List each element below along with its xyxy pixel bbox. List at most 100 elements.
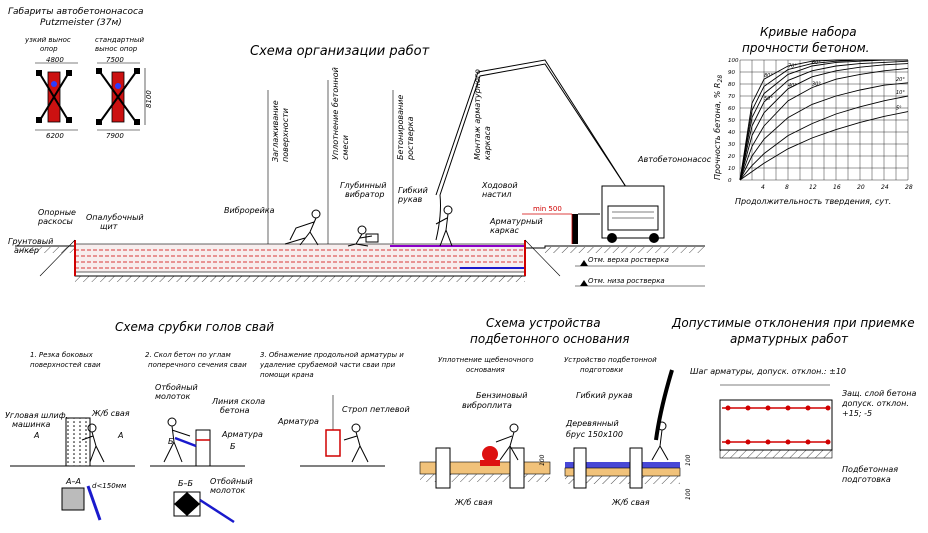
base-pile-label-2: Ж/б свая [611,498,650,507]
dimensions-title: Габариты автобетононасоса [8,7,143,17]
series-line [739,95,909,181]
svg-text:Заглаживание: Заглаживание [271,100,280,162]
base-left-cap-2: основания [466,366,505,374]
worker-vibrator [347,225,379,247]
x-tick-label: 20 [857,184,865,191]
top-elevation-label: Отм. верха ростверка [588,256,669,264]
vertical-label-smoothing: Заглаживание поверхности [271,100,290,162]
hose-label-1: Гибкий [398,186,428,195]
bottom-elevation-label: Отм. низа ростверка [588,277,665,285]
hammer2-label-2: молоток [210,486,245,495]
rebar-dot [765,405,771,411]
worker-crane [343,423,369,463]
narrow-label-1: узкий вынос [24,36,71,44]
step2-line1: 2. Скол бетон по углам [145,351,231,359]
curves-title-1: Кривые набора [760,25,857,39]
series-line [739,82,909,181]
hose-label-2: рукав [397,195,423,204]
y-tick-label: 80 [728,82,735,88]
worker-smoothing [284,209,321,246]
step3-line2: удаление срубаемой части сваи при [259,361,396,369]
base-dim-1: 100 [539,454,546,466]
tolerance-title-1: Допустимые отклонения при приемке [671,316,915,330]
x-tick-label: 4 [761,184,765,191]
braces-label-2: раскосы [37,217,73,226]
grinder-label-2: машинка [12,420,51,429]
series-label: 20° [896,77,905,83]
concrete-pump-truck [435,59,665,244]
y-tick-label: 70 [728,94,735,100]
hammer-label-2: молоток [155,392,190,401]
prep-label-2: подготовка [842,475,891,484]
work-organization-scheme: Схема организации работ Заглаживание пов… [8,44,712,287]
base-dim-2: 100 [685,454,692,466]
base-right-cap-1: Устройство подбетонной [564,356,657,364]
series-label: 40° [788,83,797,89]
series-label: 60° [812,60,821,66]
worker-plate [495,423,519,461]
pile-label-1: Ж/б свая [91,409,130,418]
base-pile-label-1: Ж/б свая [454,498,493,507]
rebar-dot [805,405,811,411]
rebar-cage-label-2: каркас [490,226,520,235]
rebar-dot [785,405,791,411]
x-tick-label: 8 [785,184,789,191]
rebar-cage-label-1: Арматурный [489,217,543,226]
vibro-plate [480,446,500,466]
min-distance-label: min 500 [533,205,562,213]
prep-label-1: Подбетонная [842,465,898,474]
y-tick-label: 20 [728,154,735,160]
x-tick-label: 24 [881,184,889,191]
walkway-label-2: настил [482,190,512,199]
standard-label-1: стандартный [95,36,145,44]
chip-line-label-2: бетона [220,406,250,415]
svg-text:Бетонирование: Бетонирование [396,95,405,160]
standard-side-dim: 8100 [145,90,153,108]
rebar-dots [725,405,831,445]
svg-text:Прочность бетона, % R28: Прочность бетона, % R28 [713,75,724,180]
step2-line2: поперечного сечения сваи [148,361,247,369]
base-dim-3: 100 [685,488,692,500]
vibro-rail-label: Виброрейка [224,206,275,215]
vibro-label-2: виброплита [462,401,512,410]
curves-x-label: Продолжительность твердения, сут. [735,197,891,206]
y-tick-label: 10 [728,166,735,172]
braces-label-1: Опорные [38,208,76,217]
standard-top-dim: 7500 [106,56,124,64]
dimensions-model: Putzmeister (37м) [40,18,122,28]
vertical-label-rebar-install: Монтаж арматурного каркаса [473,69,492,160]
narrow-label-2: опор [40,45,58,53]
step1-line1: 1. Резка боковых [30,351,94,359]
d-label: d<150мм [92,482,127,490]
series-line [739,59,908,181]
series-line [739,60,909,181]
y-tick-label: 30 [728,142,735,148]
series-label: 30° [812,82,821,88]
series-label: 50° [764,96,773,102]
worker-hose [651,421,669,461]
vertical-label-compaction: Уплотнение бетонной смеси [331,67,350,160]
tolerances-scheme: Допустимые отклонения при приемке армату… [671,316,916,484]
section-a-right: А [117,431,123,440]
step1-line2: поверхностей сваи [30,361,101,369]
y-tick-label: 100 [728,58,739,64]
tolerance-step: Шаг арматуры, допуск. отклон.: ±10 [690,367,846,376]
base-title-1: Схема устройства [486,316,601,330]
narrow-pump-plan: 4800 6200 [35,56,78,140]
section-bb-label: Б–Б [178,479,193,488]
svg-text:Монтаж арматурного: Монтаж арматурного [473,69,482,160]
rebar-dot [745,405,751,411]
worker-hammer [163,417,191,463]
series-line [739,63,909,181]
step3-line3: помощи крана [260,371,314,379]
rebar-dot [805,439,811,445]
hammer2-label-1: Отбойный [210,477,253,486]
series-label: 70° [788,64,797,70]
narrow-bottom-dim: 6200 [46,132,64,140]
anchor-label-2: анкер [14,246,39,255]
cover-label-2: допуск. отклон. [841,399,909,408]
vertical-label-concreting: Бетонирование ростверка [396,95,415,161]
svg-text:Уплотнение бетонной: Уплотнение бетонной [331,67,340,160]
section-b-left: Б [168,437,174,446]
